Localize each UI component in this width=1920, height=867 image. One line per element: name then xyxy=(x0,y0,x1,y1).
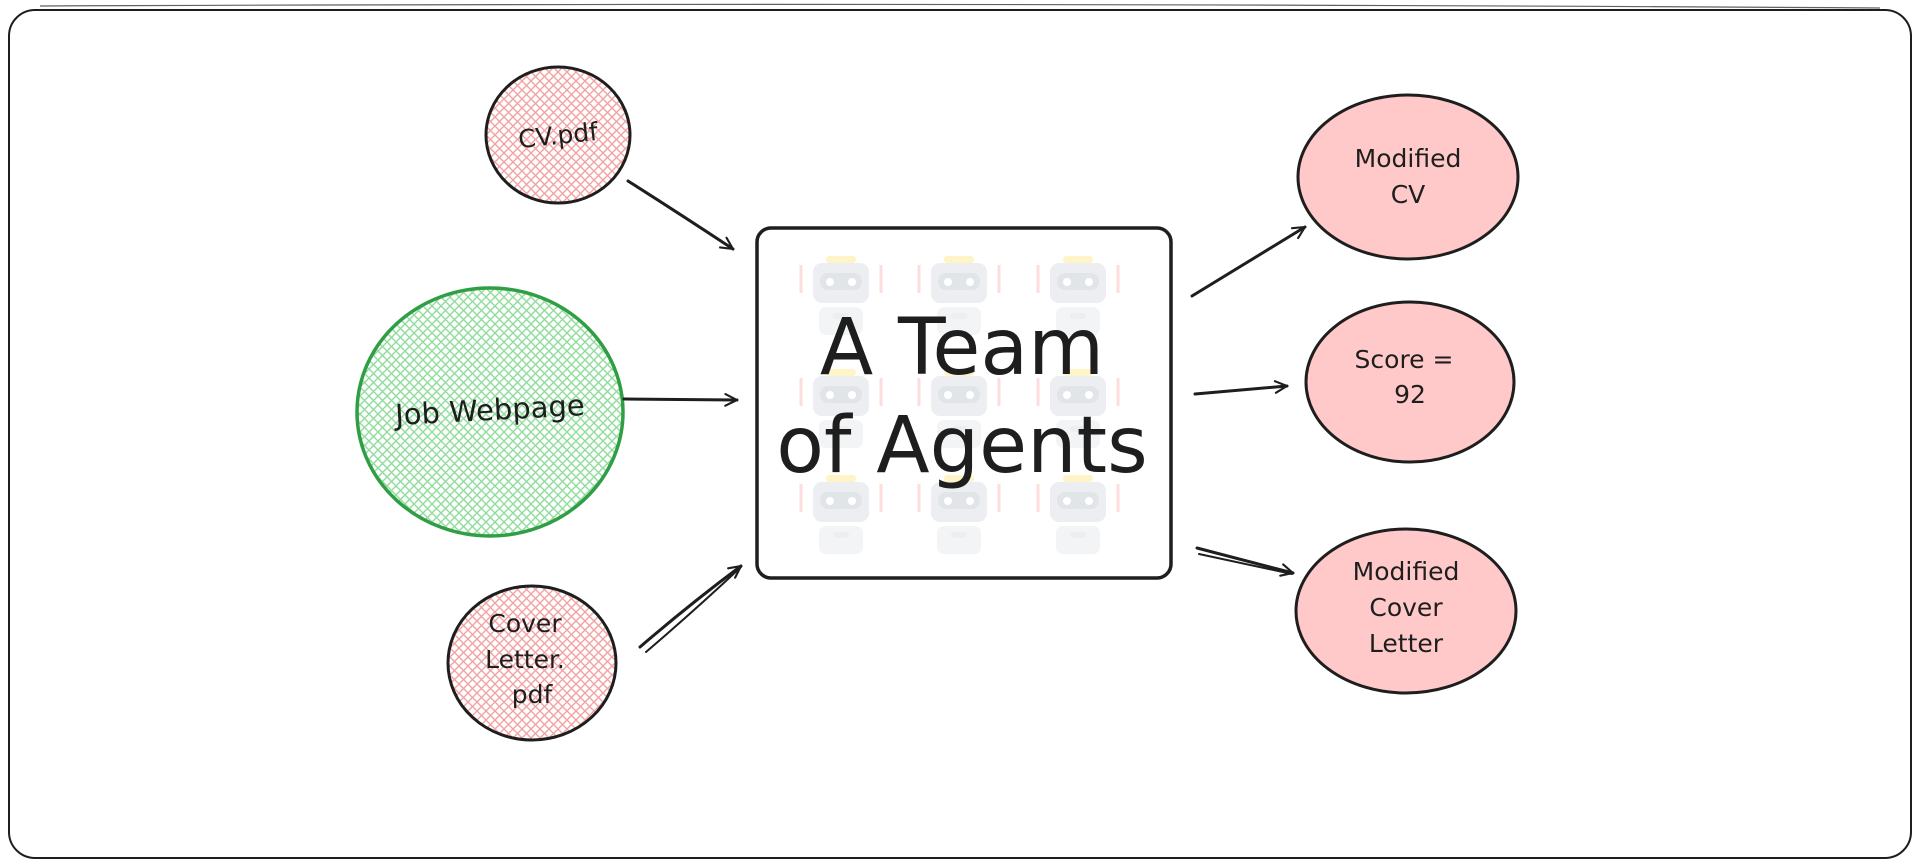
modified-cv-node: Modified CV xyxy=(1296,93,1520,261)
agents-title-line-1: A Team xyxy=(820,303,1104,393)
cover-letter-pdf-label-line-1: Cover xyxy=(488,609,562,638)
modified-cover-letter-label-line-2: Cover xyxy=(1369,593,1443,622)
score-label-line-1: Score = xyxy=(1355,345,1454,374)
arrow-cover-to-agents xyxy=(638,564,743,649)
arrow-agents-to-modified-cv xyxy=(1190,225,1307,298)
outer-frame xyxy=(8,9,1912,859)
job-webpage-node: Job Webpage xyxy=(355,286,625,538)
arrow-agents-to-modified-cover xyxy=(1195,546,1295,577)
cv-pdf-node: CV.pdf xyxy=(484,65,632,205)
modified-cv-label-line-1: Modified xyxy=(1355,144,1462,173)
arrow-cover-to-agents-sketch xyxy=(645,566,742,653)
agents-title-line-2: of Agents xyxy=(776,401,1148,491)
arrow-job-to-agents xyxy=(622,393,739,407)
modified-cover-letter-label-line-1: Modified xyxy=(1353,557,1460,586)
score-label-line-2: 92 xyxy=(1394,380,1426,409)
arrow-cv-to-agents xyxy=(626,179,735,251)
agents-box: A Team of Agents xyxy=(755,226,1173,580)
modified-cover-letter-node: Modified Cover Letter xyxy=(1294,527,1518,695)
arrows xyxy=(622,179,1307,653)
cover-letter-pdf-label-line-3: pdf xyxy=(512,680,554,709)
modified-cover-letter-label-line-3: Letter xyxy=(1369,629,1444,658)
arrow-agents-to-modified-cover-sketch xyxy=(1198,553,1293,575)
cover-letter-pdf-node: Cover Letter. pdf xyxy=(446,584,618,742)
outer-frame-sketch-line xyxy=(39,3,1881,9)
arrow-agents-to-score xyxy=(1193,380,1289,396)
cover-letter-pdf-label-line-2: Letter. xyxy=(485,645,565,674)
score-node: Score = 92 xyxy=(1304,300,1516,464)
modified-cv-label-line-2: CV xyxy=(1391,180,1426,209)
